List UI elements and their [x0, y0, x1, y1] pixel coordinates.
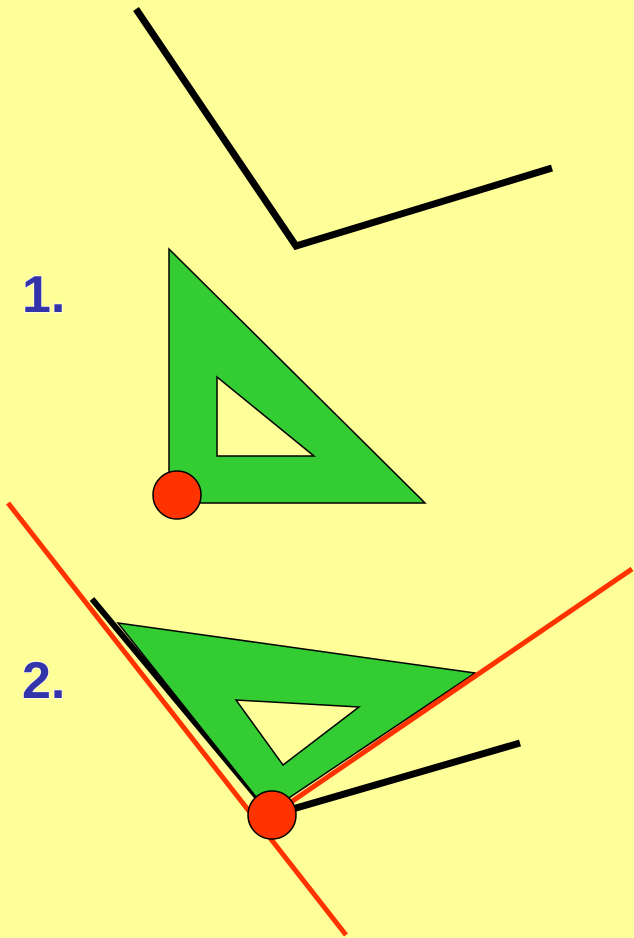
- set-square-1: [152, 247, 427, 520]
- construction-2: [6, 501, 634, 937]
- construction-line-left: [6, 501, 348, 937]
- vertex-marker-1: [152, 470, 202, 520]
- set-square-2-shape: [116, 621, 478, 814]
- given-angle: [133, 7, 554, 251]
- step-1-label: 1.: [22, 266, 65, 324]
- construction-line-right: [270, 566, 634, 818]
- vertex-marker-2: [247, 790, 297, 840]
- step-2-label: 2.: [22, 652, 65, 710]
- set-square-1-shape: [168, 247, 427, 504]
- given-angle-lines: [133, 7, 554, 251]
- angle-arm-right: [271, 739, 521, 819]
